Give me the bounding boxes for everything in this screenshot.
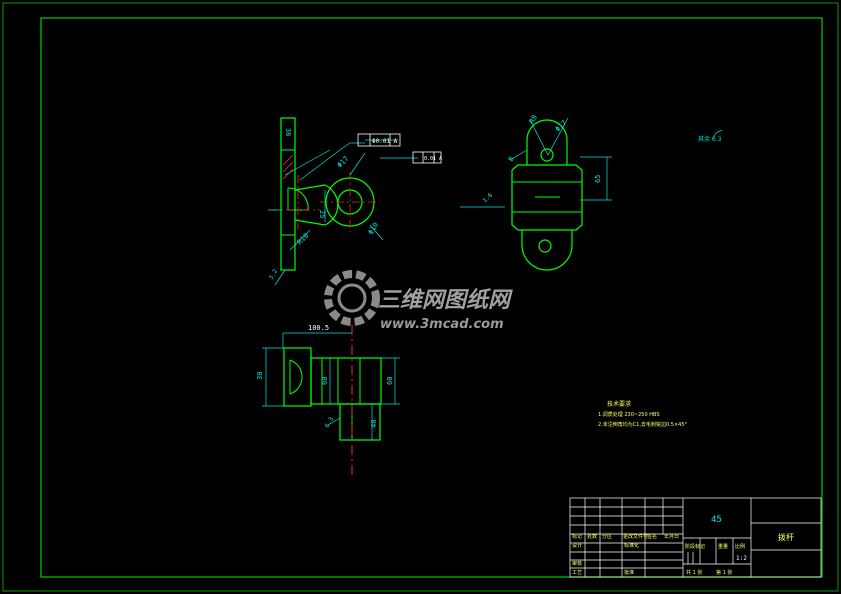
dim-len-25: 25 [318,210,326,218]
dim-h-60b: 60 [386,377,394,385]
title-ratio: 比例 [735,543,745,550]
title-sheet-no: 第 1 张 [716,569,732,576]
tech-req-line1: 1.调质处理 230~250 HBS [598,411,660,418]
plate-outline [280,117,296,271]
dim-h-30: 30 [256,372,264,380]
title-row-date: 年月日 [664,533,679,540]
front-top-lug [526,119,568,165]
gdt-parallel-frame [412,151,442,164]
arm-outline [294,184,339,226]
top-boss [339,403,381,441]
title-audit: 审核 [572,560,582,567]
dim-len-8: 8 [507,155,516,163]
front-bottom-lug [521,230,573,271]
tech-req-line2: 2.未注倒角均为C1,去毛刺锐边0.5×45° [598,421,688,428]
dim-h-60: 60 [321,377,329,385]
dim-width: 100.5 [308,324,329,332]
dim-h-40: 40 [370,420,378,428]
drawing-frame [40,17,823,578]
title-design: 设计 [572,542,582,549]
title-row-zone: 分区 [602,533,612,540]
dim-65: 65 [594,175,602,183]
gdt-position-text: Φ0.01 A [372,138,398,145]
title-row-docno: 更改文件号 [623,533,648,540]
title-part-name: 拨杆 [778,532,794,542]
front-body [511,164,583,231]
title-sheets-total: 共 1 张 [686,569,702,576]
watermark-logo [324,270,380,326]
title-stage-marks: 阶段标记 [685,543,705,550]
title-scale: 1:2 [736,555,747,562]
tech-req-title: 技术要求 [607,400,631,408]
title-material: 45 [711,515,722,525]
view-top [262,325,400,475]
title-process: 工艺 [572,570,582,576]
title-row-mark: 标记 [572,533,582,540]
view-side [268,117,442,286]
view-front [460,117,612,271]
title-row-count: 处数 [587,533,597,540]
title-row-sign: 签名 [647,533,657,540]
gdt-position-frame [357,133,401,147]
title-approve: 批准 [624,569,634,576]
title-weight: 重量 [718,543,728,550]
title-standardize: 标准化 [624,542,639,549]
title-block-frame [569,497,822,578]
ra-side: 3.2 [268,268,280,281]
title-block [569,497,822,578]
ra-top: 6.3 [324,416,336,429]
dim-chamfer: R8 [528,114,539,125]
watermark-brand: 三维网图纸网 [378,287,513,313]
gdt-parallel-text: 0.01 A [424,156,442,162]
surface-finish-note: 其余 6.3 [698,135,722,143]
watermark-url: www.3mcad.com [380,317,504,332]
dim-len-36: 36 [284,128,292,136]
